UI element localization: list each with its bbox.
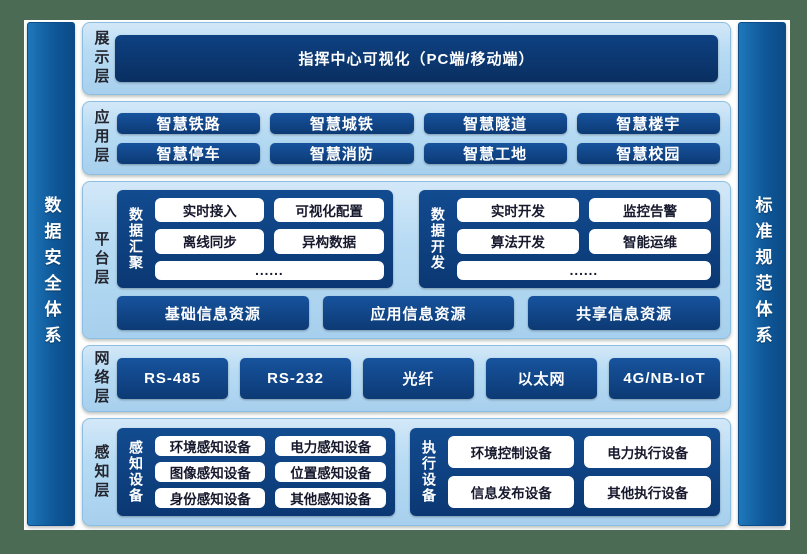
app-item-smart-fire: 智慧消防 [270, 142, 414, 164]
chip-env-sensing: 环境感知设备 [155, 436, 266, 456]
layer-display: 展示层 指挥中心可视化（PC端/移动端） [82, 22, 731, 95]
chip-other-sensing: 其他感知设备 [275, 488, 386, 508]
sensing-devices-group: 感知设备 环境感知设备 电力感知设备 图像感知设备 位置感知设备 身份感知设备 … [117, 428, 395, 516]
chip-intelligent-ops: 智能运维 [588, 229, 711, 254]
chip-location-sensing: 位置感知设备 [275, 462, 386, 482]
platform-resources: 基础信息资源 应用信息资源 共享信息资源 [117, 296, 721, 330]
platform-groups: 数据汇聚 实时接入 可视化配置 离线同步 异构数据 ...... 数据开发 实时… [117, 189, 720, 288]
resource-basic-info: 基础信息资源 [117, 296, 309, 330]
chip-monitor-alert: 监控告警 [588, 197, 711, 222]
layer-network: 网络层 RS-485 RS-232 光纤 以太网 4G/NB-IoT [82, 345, 731, 412]
chip-other-execution: 其他执行设备 [584, 476, 711, 508]
data-aggregation-group: 数据汇聚 实时接入 可视化配置 离线同步 异构数据 ...... [117, 189, 393, 288]
app-item-smart-railway: 智慧铁路 [117, 112, 261, 134]
chip-power-sensing: 电力感知设备 [275, 436, 386, 456]
chip-info-publish: 信息发布设备 [447, 476, 575, 508]
network-item-fiber: 光纤 [363, 358, 474, 399]
perception-content: 感知设备 环境感知设备 电力感知设备 图像感知设备 位置感知设备 身份感知设备 … [113, 423, 720, 521]
chip-visual-config: 可视化配置 [274, 197, 384, 222]
network-row: RS-485 RS-232 光纤 以太网 4G/NB-IoT [113, 350, 720, 407]
layer-platform: 平台层 数据汇聚 实时接入 可视化配置 离线同步 异构数据 ...... [82, 180, 731, 339]
chip-heterogeneous-data: 异构数据 [274, 229, 384, 254]
resource-application-info: 应用信息资源 [322, 296, 515, 330]
data-aggregation-label: 数据汇聚 [128, 206, 144, 271]
chip-identity-sensing: 身份感知设备 [155, 488, 266, 508]
execution-devices-label: 执行设备 [420, 440, 437, 504]
chip-more-aggregation: ...... [155, 260, 384, 280]
layer-display-content: 指挥中心可视化（PC端/移动端） [113, 27, 720, 90]
app-item-smart-tunnel: 智慧隧道 [423, 112, 567, 134]
network-item-4g-nbiot: 4G/NB-IoT [609, 358, 720, 399]
layer-perception: 感知层 感知设备 环境感知设备 电力感知设备 图像感知设备 位置感知设备 身份感… [82, 418, 731, 526]
standards-label: 标准规范体系 [752, 196, 772, 352]
data-development-group: 数据开发 实时开发 监控告警 算法开发 智能运维 ...... [418, 189, 720, 288]
data-security-label: 数据安全体系 [41, 196, 61, 352]
standards-pillar: 标准规范体系 [738, 22, 786, 526]
execution-devices-group: 执行设备 环境控制设备 电力执行设备 信息发布设备 其他执行设备 [409, 428, 720, 516]
resource-shared-info: 共享信息资源 [528, 296, 721, 330]
chip-image-sensing: 图像感知设备 [155, 462, 266, 482]
app-item-smart-campus: 智慧校园 [576, 142, 720, 164]
execution-devices-chips: 环境控制设备 电力执行设备 信息发布设备 其他执行设备 [447, 436, 711, 508]
layer-label-perception: 感知层 [92, 443, 110, 501]
layer-label-network: 网络层 [92, 350, 110, 407]
layer-label-application: 应用层 [92, 109, 110, 167]
architecture-diagram: 数据安全体系 展示层 指挥中心可视化（PC端/移动端） 应用层 智慧铁路 智慧城… [24, 20, 790, 530]
layer-label-display: 展示层 [92, 29, 110, 87]
data-security-pillar: 数据安全体系 [27, 22, 75, 526]
sensing-devices-label: 感知设备 [128, 440, 144, 504]
network-item-rs232: RS-232 [240, 358, 351, 399]
command-center-box: 指挥中心可视化（PC端/移动端） [115, 35, 718, 82]
network-item-rs485: RS-485 [117, 358, 228, 399]
layers-column: 展示层 指挥中心可视化（PC端/移动端） 应用层 智慧铁路 智慧城铁 智慧隧道 … [82, 22, 731, 526]
app-item-smart-site: 智慧工地 [423, 142, 567, 164]
chip-realtime-access: 实时接入 [155, 197, 265, 222]
data-development-chips: 实时开发 监控告警 算法开发 智能运维 ...... [456, 197, 711, 280]
layer-application: 应用层 智慧铁路 智慧城铁 智慧隧道 智慧楼宇 智慧停车 智慧消防 智慧工地 智… [82, 100, 731, 175]
chip-more-development: ...... [456, 260, 711, 280]
chip-power-execution: 电力执行设备 [584, 436, 711, 468]
app-item-smart-building: 智慧楼宇 [576, 112, 720, 134]
chip-env-control: 环境控制设备 [447, 436, 575, 468]
sensing-devices-chips: 环境感知设备 电力感知设备 图像感知设备 位置感知设备 身份感知设备 其他感知设… [155, 436, 386, 508]
chip-offline-sync: 离线同步 [155, 229, 265, 254]
application-grid: 智慧铁路 智慧城铁 智慧隧道 智慧楼宇 智慧停车 智慧消防 智慧工地 智慧校园 [113, 106, 720, 170]
app-item-smart-parking: 智慧停车 [117, 142, 261, 164]
network-item-ethernet: 以太网 [486, 358, 597, 399]
data-aggregation-chips: 实时接入 可视化配置 离线同步 异构数据 ...... [155, 197, 384, 280]
chip-algorithm-dev: 算法开发 [456, 229, 579, 254]
chip-realtime-dev: 实时开发 [456, 197, 579, 222]
data-development-label: 数据开发 [429, 206, 446, 271]
platform-content: 数据汇聚 实时接入 可视化配置 离线同步 异构数据 ...... 数据开发 实时… [113, 186, 721, 334]
layer-label-platform: 平台层 [92, 231, 110, 289]
app-item-smart-metro: 智慧城铁 [270, 112, 414, 134]
